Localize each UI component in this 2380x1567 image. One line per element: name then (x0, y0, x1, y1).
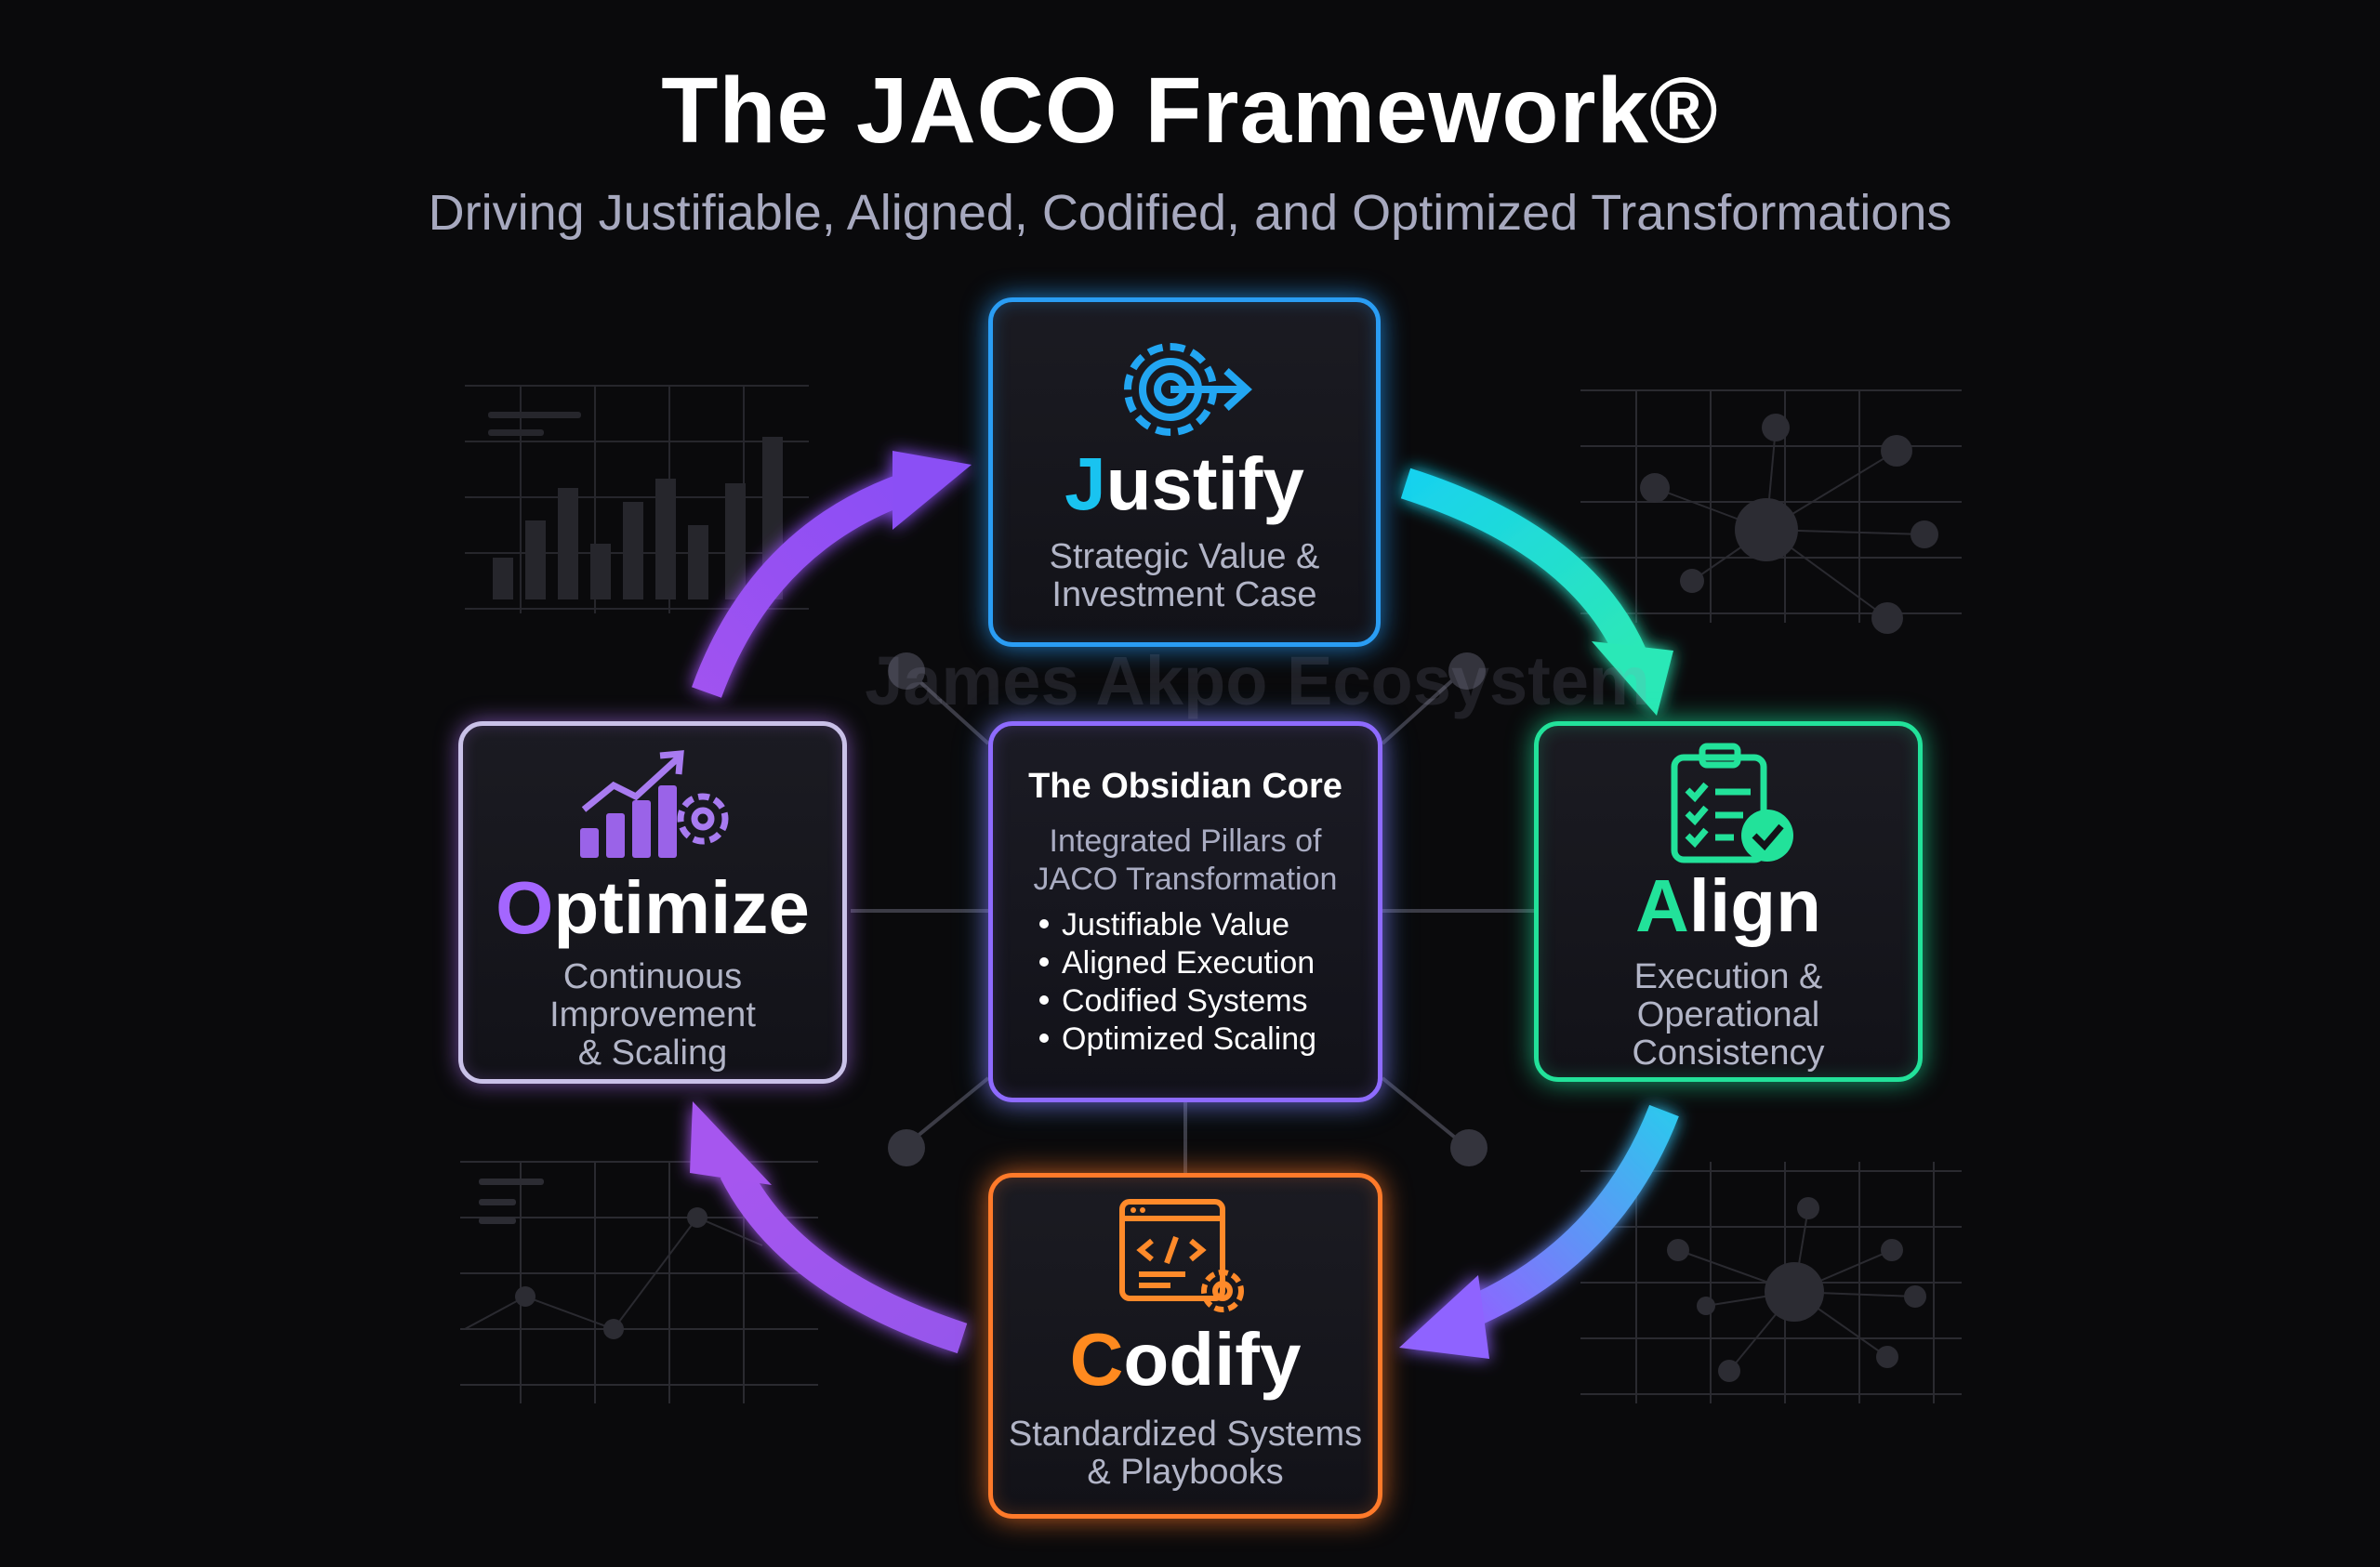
codify-initial: C (1069, 1318, 1124, 1401)
core-item-label: Justifiable Value (1062, 907, 1290, 942)
background-network-bottom-nodes (1667, 1197, 1926, 1382)
core-item-label: Optimized Scaling (1062, 1021, 1317, 1057)
optimize-rest: ptimize (553, 866, 810, 949)
cycle-arrow-align-to-codify (1399, 1104, 1679, 1359)
page-title: The JACO Framework® (661, 59, 1719, 163)
code-window-gear-icon (1111, 1194, 1260, 1329)
codify-description-line: & Playbooks (1087, 1453, 1284, 1492)
bullet-icon (1039, 919, 1049, 929)
background-network-top-nodes (1640, 414, 1938, 634)
bullet-icon (1039, 957, 1049, 968)
core-pillars-list: Justifiable Value Aligned Execution Codi… (1039, 906, 1316, 1059)
card-justify: Justify Strategic Value & Investment Cas… (988, 297, 1381, 647)
card-obsidian-core: The Obsidian Core Integrated Pillars of … (988, 721, 1382, 1102)
optimize-description-line: & Scaling (577, 1034, 728, 1073)
background-line-chart-points (479, 1179, 707, 1339)
core-connectors (851, 672, 1534, 1173)
card-optimize: Optimize Continuous Improvement & Scalin… (458, 721, 847, 1084)
codify-description-line: Standardized Systems (1008, 1415, 1363, 1454)
core-subtitle: Integrated Pillars of JACO Transformatio… (993, 823, 1378, 899)
list-item: Codified Systems (1039, 982, 1316, 1021)
justify-heading: Justify (993, 441, 1376, 527)
cycle-arrow-codify-to-optimize (690, 1101, 968, 1354)
optimize-description-line: Continuous (562, 957, 743, 996)
align-description: Execution & Operational Consistency (1539, 958, 1918, 1073)
optimize-description: Continuous Improvement & Scaling (463, 958, 842, 1073)
cycle-arrow-optimize-to-justify (692, 451, 972, 698)
align-rest: lign (1688, 864, 1821, 947)
codify-heading: Codify (993, 1317, 1378, 1402)
optimize-description-line: Improvement (549, 995, 756, 1034)
core-connector-nodes (888, 652, 1488, 1166)
bullet-icon (1039, 1034, 1049, 1044)
card-codify: Codify Standardized Systems & Playbooks (988, 1173, 1382, 1519)
page-subtitle: Driving Justifiable, Aligned, Codified, … (428, 185, 1952, 241)
watermark: James Akpo Ecosystem (865, 642, 1650, 719)
justify-description-line: Investment Case (1051, 575, 1317, 614)
growth-chart-gear-icon (571, 744, 734, 870)
codify-description: Standardized Systems & Playbooks (993, 1416, 1378, 1492)
background-line-chart (460, 1161, 818, 1403)
bullet-icon (1039, 995, 1049, 1006)
justify-initial: J (1064, 442, 1106, 525)
align-description-line: Consistency (1632, 1034, 1825, 1073)
justify-description-line: Strategic Value & (1049, 537, 1320, 576)
core-subtitle-line: JACO Transformation (1033, 862, 1338, 897)
gear-target-arrow-icon (1105, 323, 1263, 457)
clipboard-checklist-icon (1654, 739, 1803, 874)
optimize-initial: O (496, 866, 554, 949)
card-align: Align Execution & Operational Consistenc… (1534, 721, 1923, 1082)
cycle-arrow-justify-to-align (1400, 467, 1673, 716)
background-bars (488, 412, 783, 599)
optimize-heading: Optimize (463, 865, 842, 951)
core-item-label: Aligned Execution (1062, 945, 1316, 981)
list-item: Justifiable Value (1039, 906, 1316, 944)
align-description-line: Operational (1636, 995, 1820, 1034)
list-item: Optimized Scaling (1039, 1021, 1316, 1059)
list-item: Aligned Execution (1039, 944, 1316, 982)
justify-description: Strategic Value & Investment Case (993, 538, 1376, 614)
align-heading: Align (1539, 863, 1918, 949)
core-subtitle-line: Integrated Pillars of (1049, 823, 1322, 859)
core-title: The Obsidian Core (1028, 767, 1342, 806)
codify-rest: odify (1123, 1318, 1302, 1401)
justify-rest: ustify (1105, 442, 1304, 525)
background-bar-chart (465, 385, 809, 613)
align-initial: A (1635, 864, 1689, 947)
core-item-label: Codified Systems (1062, 983, 1308, 1019)
align-description-line: Execution & (1633, 957, 1823, 996)
